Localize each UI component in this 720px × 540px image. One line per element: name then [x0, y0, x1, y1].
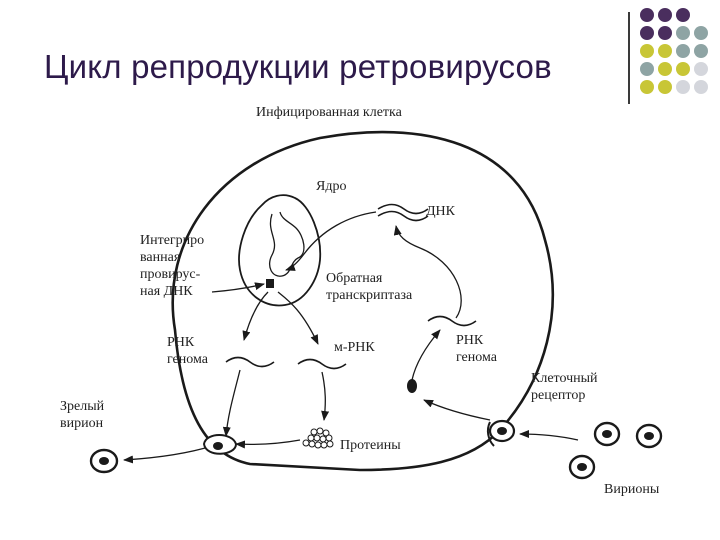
arrow-dna-to-nucleus: [285, 211, 377, 271]
label-cell-receptor: Клеточный рецептор: [531, 371, 598, 403]
dna-squiggle-1: [377, 203, 429, 215]
chromatin: [268, 211, 305, 277]
outside-virion-3: [568, 454, 596, 480]
rna-genome-left-squiggle: [225, 356, 275, 368]
decor-dot: [640, 26, 654, 40]
decor-dot: [676, 80, 690, 94]
mature-virion: [89, 448, 119, 474]
arrow-provirus-to-mrna: [277, 291, 319, 345]
arrow-rt-to-dna: [393, 225, 462, 319]
title-divider: [628, 12, 630, 104]
outside-virion-2: [635, 423, 663, 449]
decor-dot: [640, 62, 654, 76]
arrow-mrna-to-proteins: [321, 371, 330, 421]
label-integrated-provirus: Интегриро ванная провирус- ная ДНК: [140, 233, 205, 299]
nucleus: [238, 194, 322, 307]
label-reverse-transcriptase: Обратная транскриптаза: [326, 271, 413, 303]
entering-virion: [407, 379, 417, 393]
slide-title: Цикл репродукции ретровирусов: [44, 48, 552, 85]
arrow-label-to-provirus: [211, 282, 265, 293]
decor-dot: [658, 8, 672, 22]
decor-dot: [640, 80, 654, 94]
label-rna-genome-right: РНК генома: [456, 333, 497, 365]
decor-dot: [658, 26, 672, 40]
label-rna-genome-left: РНК генома: [167, 335, 208, 367]
arrow-outside-to-receptor: [519, 430, 579, 441]
decor-dot: [658, 62, 672, 76]
dna-squiggle-2: [377, 210, 429, 222]
decor-dot: [694, 44, 708, 58]
arrow-proteins-to-assembly: [235, 439, 301, 449]
label-proteins: Протеины: [340, 438, 401, 453]
cell-membrane: [171, 130, 555, 472]
decor-dot: [658, 44, 672, 58]
decor-dot: [640, 8, 654, 22]
label-mature-virion: Зрелый вирион: [60, 399, 105, 431]
arrow-entering-virion-to-rna: [411, 329, 441, 381]
label-mrna: м-РНК: [334, 340, 375, 355]
arrow-release-mature-virion: [123, 445, 213, 464]
decor-dot: [676, 62, 690, 76]
decor-dot: [658, 80, 672, 94]
label-nucleus: Ядро: [316, 179, 347, 194]
decor-dot: [676, 44, 690, 58]
mrna-squiggle: [297, 358, 347, 370]
decor-dot: [694, 80, 708, 94]
decor-dot: [676, 26, 690, 40]
virion-at-receptor: [486, 419, 516, 447]
protein-cluster: [302, 427, 334, 449]
outside-virion-1: [593, 421, 621, 447]
arrow-provirus-to-rna: [242, 291, 269, 341]
arrow-receptor-to-virion: [423, 399, 491, 421]
decor-dot: [694, 62, 708, 76]
budding-virion: [202, 434, 238, 455]
label-virions: Вирионы: [604, 482, 660, 497]
integrated-provirus-mark: [266, 279, 274, 288]
label-dna: ДНК: [426, 204, 455, 219]
arrow-rna-to-assembly: [222, 369, 241, 437]
decor-dot: [694, 26, 708, 40]
label-infected-cell: Инфицированная клетка: [256, 105, 402, 120]
decor-dot: [640, 44, 654, 58]
rna-genome-right-squiggle: [427, 315, 477, 327]
decor-dot: [676, 8, 690, 22]
